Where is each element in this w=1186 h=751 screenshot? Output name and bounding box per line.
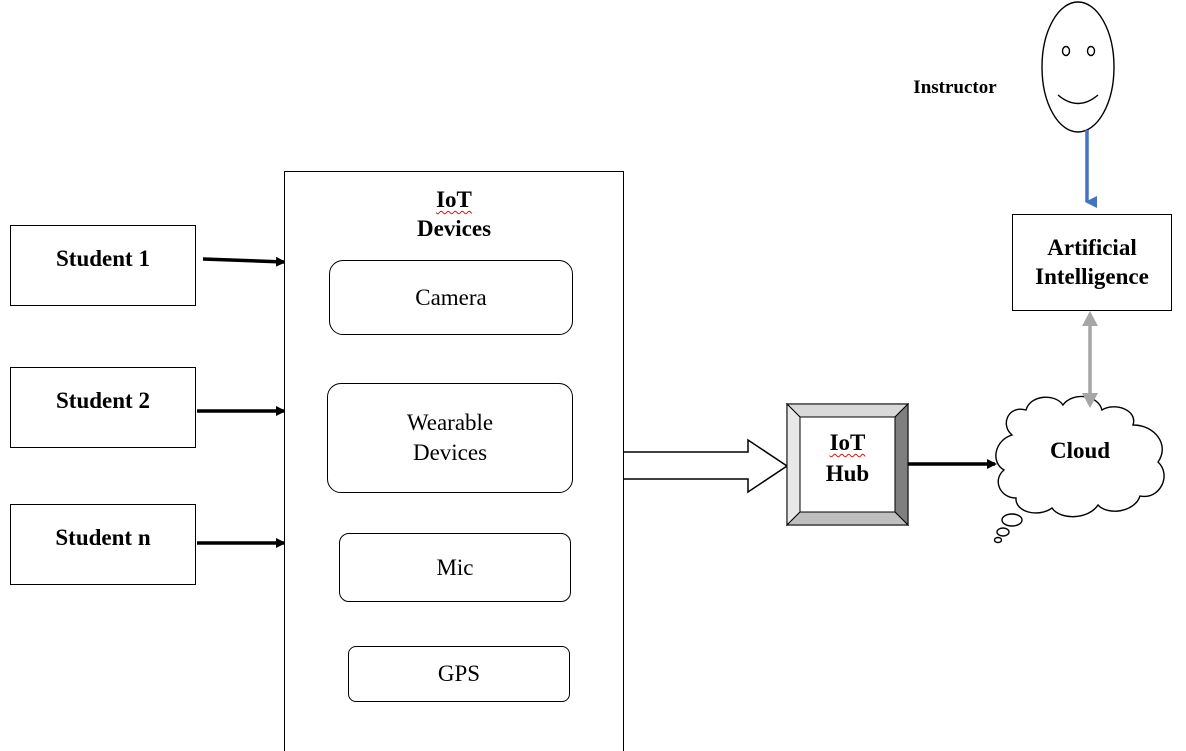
cloud-shape [993, 395, 1165, 544]
device-mic: Mic [339, 533, 571, 602]
device-gps-label: GPS [437, 661, 481, 687]
device-camera: Camera [329, 260, 573, 335]
device-gps: GPS [348, 646, 570, 702]
iot-devices-title: IoT Devices [384, 186, 524, 244]
student-2-box: Student 2 [10, 367, 196, 448]
iot-devices-title-line2: Devices [416, 215, 492, 241]
student-1-box: Student 1 [10, 225, 196, 306]
ai-label: Artificial Intelligence [1035, 234, 1149, 289]
student-n-box: Student n [10, 504, 196, 585]
iot-hub-bevel [785, 402, 910, 527]
arrow-iot-to-hub [619, 438, 789, 494]
device-wearable: Wearable Devices [327, 383, 573, 493]
iot-hub-label: IoT Hub [800, 427, 895, 489]
arrow-cloud-ai [1082, 311, 1098, 408]
arrow-student1-to-iot [202, 256, 286, 267]
student-n-label: Student n [55, 524, 151, 550]
device-wearable-label: Wearable Devices [406, 410, 494, 465]
device-mic-label: Mic [436, 554, 474, 580]
student-2-label: Student 2 [56, 387, 150, 413]
ai-box: Artificial Intelligence [1012, 214, 1172, 311]
cloud-label: Cloud [1049, 438, 1111, 463]
iot-hub-line1: IoT [829, 430, 866, 455]
instructor-face [1041, 1, 1115, 133]
instructor-label: Instructor [913, 77, 997, 98]
device-camera-label: Camera [415, 284, 487, 310]
student-1-label: Student 1 [56, 245, 150, 271]
iot-devices-title-line1: IoT [436, 187, 472, 212]
iot-hub-line2: Hub [825, 461, 870, 487]
